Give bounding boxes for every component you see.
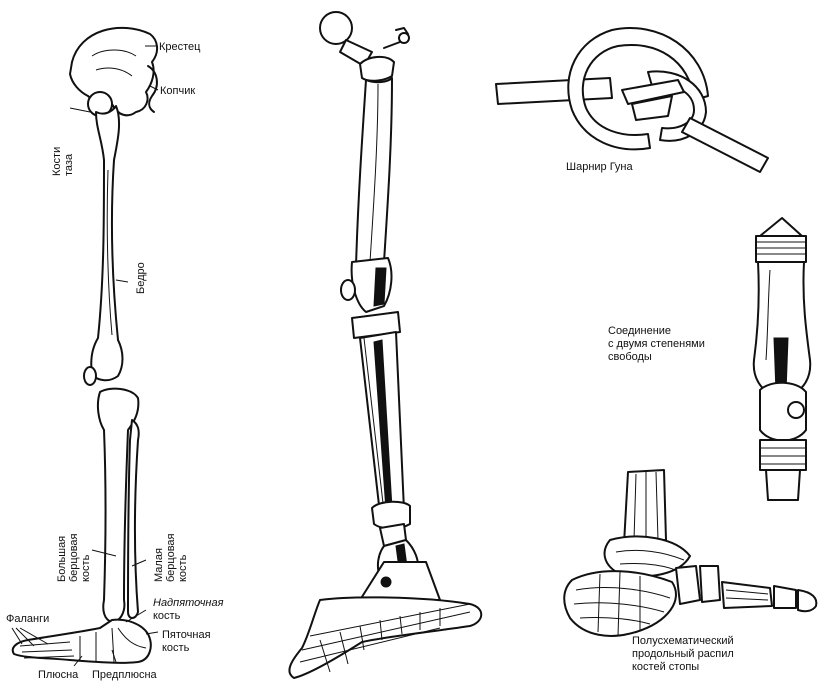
label-calcaneus-line2: кость [162, 642, 190, 654]
label-tibia-line2: берцовая [68, 533, 80, 582]
label-fibula: Малая берцовая кость [153, 533, 189, 582]
prosthesis-ball-joint [320, 12, 352, 44]
patella-bone [84, 367, 96, 385]
label-pelvic-bones: Кости таза [51, 147, 75, 176]
label-calcaneus-line1: Пяточная [162, 629, 211, 641]
prosthesis-thigh-shaft [356, 78, 392, 266]
pelvis-bone [70, 28, 157, 115]
label-foot-section-line3: костей стопы [632, 661, 699, 673]
label-fibula-line3: кость [177, 554, 189, 582]
label-foot-section-line2: продольный распил [632, 648, 734, 660]
label-metatarsus: Плюсна [38, 669, 79, 681]
label-talus-line1: Надпяточная [153, 597, 224, 609]
label-tibia-line1: Большая [56, 536, 68, 582]
label-femur: Бедро [135, 262, 147, 294]
label-tibia: Большая берцовая кость [56, 533, 92, 582]
two-dof-joint-drawing [754, 218, 810, 500]
label-two-dof-line1: Соединение [608, 325, 671, 337]
label-two-dof-line3: свободы [608, 351, 652, 363]
label-pelvic-bones-line1: Кости [51, 147, 63, 176]
label-talus-line2: кость [153, 610, 181, 622]
prosthesis-foot-plate [289, 597, 481, 678]
label-foot-section-line1: Полусхематический [632, 635, 734, 647]
label-coccyx: Копчик [160, 85, 195, 97]
leg-prosthesis [289, 12, 481, 678]
label-phalanges: Фаланги [6, 613, 49, 625]
hooke-joint-drawing [496, 28, 768, 172]
label-tibia-line3: кость [80, 554, 92, 582]
label-fibula-line1: Малая [153, 548, 165, 582]
label-hooke-joint: Шарнир Гуна [566, 161, 634, 173]
label-sacrum: Крестец [159, 41, 201, 53]
label-two-dof-line2: с двумя степенями [608, 338, 705, 350]
fibula-bone [128, 420, 139, 618]
label-fibula-line2: берцовая [165, 533, 177, 582]
label-tarsus: Предплюсна [92, 669, 158, 681]
label-pelvic-bones-line2: таза [63, 153, 75, 176]
